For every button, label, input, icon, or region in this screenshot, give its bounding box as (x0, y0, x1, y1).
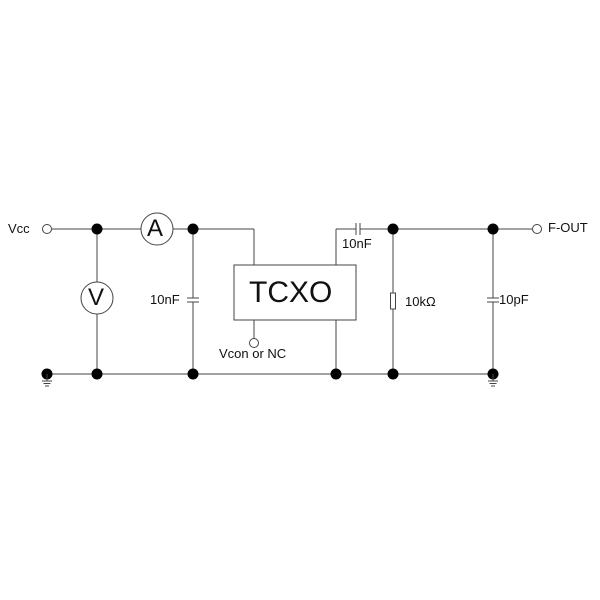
cap-coupling-label: 10nF (342, 236, 372, 251)
vcc-terminal (42, 224, 52, 234)
resistor-label: 10kΩ (405, 294, 436, 309)
voltmeter-symbol (80, 281, 114, 315)
tcxo-label: TCXO (249, 276, 333, 309)
capacitor-input (187, 297, 199, 303)
capacitor-load (487, 297, 499, 303)
ground-icon (488, 374, 498, 387)
fout-label: F-OUT (548, 220, 588, 235)
vcc-label: Vcc (8, 221, 30, 236)
voltmeter-label: V (88, 284, 105, 311)
ammeter-symbol (140, 212, 174, 246)
capacitor-coupling (355, 223, 361, 235)
cap-input-label: 10nF (150, 292, 180, 307)
ground-icon (42, 374, 52, 387)
vcon-terminal (249, 338, 259, 348)
resistor-symbol (390, 292, 396, 310)
cap-load-label: 10pF (499, 292, 529, 307)
ammeter-label: A (147, 215, 164, 242)
fout-terminal (532, 224, 542, 234)
vcon-label: Vcon or NC (219, 346, 287, 361)
tcxo-box (233, 264, 357, 321)
